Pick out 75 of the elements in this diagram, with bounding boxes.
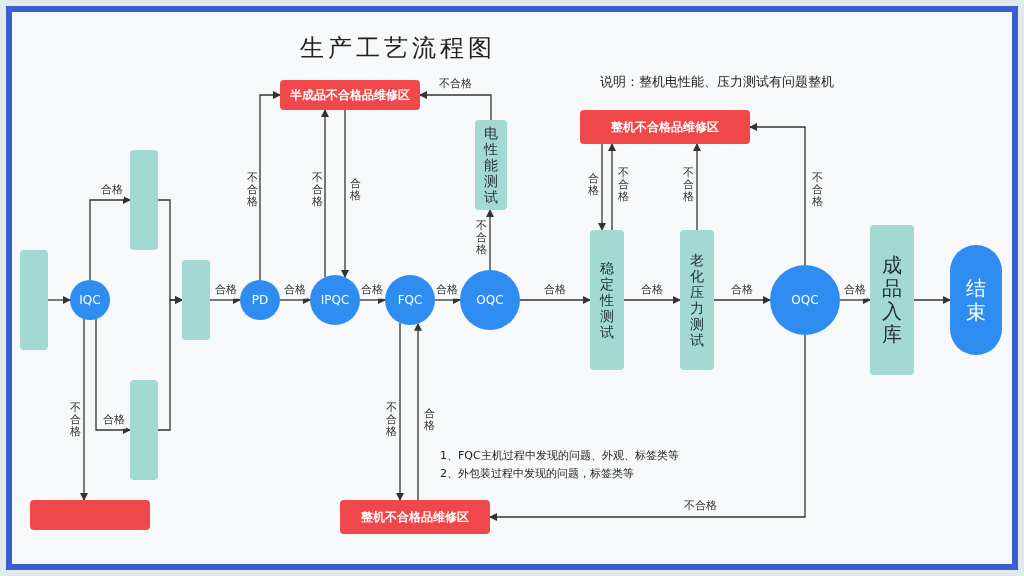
edge-label: 合格 xyxy=(422,407,434,433)
arrow xyxy=(80,318,88,501)
node-label: 整机不合格品维修区 xyxy=(611,119,719,136)
edge-label: 合格 xyxy=(843,281,867,299)
arrow xyxy=(47,296,71,304)
edge-label: 不合格 xyxy=(384,401,396,439)
edge-label: 合格 xyxy=(283,281,307,299)
node-label: 整机不合格品维修区 xyxy=(361,509,469,526)
node-label: 结束 xyxy=(966,276,986,324)
node-label: 电性能测试 xyxy=(484,124,498,206)
node-label: IPQC xyxy=(320,292,350,309)
node-label: OQC xyxy=(791,292,819,309)
note-text: 说明：整机电性能、压力测试有问题整机 xyxy=(600,73,834,91)
arrow xyxy=(259,91,281,281)
arrow xyxy=(419,91,492,121)
edge-label: 合格 xyxy=(214,281,238,299)
edge-label: 合格 xyxy=(435,281,459,299)
edge-label: 合格 xyxy=(586,172,598,198)
edge-label: 不合格 xyxy=(681,166,693,204)
arrow xyxy=(839,296,871,304)
arrow xyxy=(279,296,311,304)
edge-label: 不合格 xyxy=(810,171,822,209)
node-label: 稳定性测试 xyxy=(600,259,614,341)
edge-label: 不合格 xyxy=(474,219,486,257)
process-box xyxy=(130,150,158,250)
process-box xyxy=(182,260,210,340)
node-label: IQC xyxy=(79,292,101,309)
arrow xyxy=(693,143,701,231)
edge-label: 不合格 xyxy=(245,171,257,209)
arrow xyxy=(414,322,422,501)
node-label: 成品入库 xyxy=(882,254,902,346)
edge-label: 不合格 xyxy=(68,401,80,439)
arrow xyxy=(713,296,771,304)
process-box xyxy=(130,380,158,480)
repair-area-box xyxy=(580,110,750,144)
node-label: 半成品不合格品维修区 xyxy=(290,87,410,104)
arrow xyxy=(321,109,329,278)
repair-area-box xyxy=(340,500,490,534)
arrow xyxy=(434,296,461,304)
arrow xyxy=(519,296,591,304)
arrow xyxy=(749,123,806,266)
note-text: 1、FQC主机过程中发现的问题、外观、标签类等 xyxy=(440,448,679,464)
edge-label: 合格 xyxy=(348,177,360,203)
process-box xyxy=(475,120,507,210)
arrow xyxy=(89,196,131,281)
process-box xyxy=(30,500,150,530)
edge-label: 不合格 xyxy=(616,166,628,204)
arrow xyxy=(623,296,681,304)
edge-label: 合格 xyxy=(360,281,384,299)
end-terminal xyxy=(950,245,1002,355)
node-label: 老化压力测试 xyxy=(690,251,704,349)
arrow xyxy=(396,322,404,501)
node-label: PD xyxy=(251,292,269,309)
edge-label: 合格 xyxy=(102,411,126,429)
arrow xyxy=(598,143,606,231)
node-label: FQC xyxy=(397,292,423,309)
note-text: 2、外包装过程中发现的问题，标签类等 xyxy=(440,466,634,482)
process-box xyxy=(590,230,624,370)
arrow xyxy=(486,209,494,271)
edge-label: 合格 xyxy=(100,181,124,199)
edge-label: 不合格 xyxy=(310,171,322,209)
repair-area-box xyxy=(280,80,420,110)
arrow xyxy=(209,296,241,304)
arrow xyxy=(157,296,183,431)
process-box xyxy=(680,230,714,370)
process-box xyxy=(870,225,914,375)
arrow xyxy=(489,334,806,521)
arrow xyxy=(95,318,131,434)
node-label: OQC xyxy=(476,292,504,309)
arrow xyxy=(913,296,951,304)
process-box xyxy=(20,250,48,350)
arrow xyxy=(359,296,386,304)
diagram-title: 生产工艺流程图 xyxy=(300,33,496,64)
arrow xyxy=(341,109,349,279)
arrow xyxy=(608,143,616,231)
